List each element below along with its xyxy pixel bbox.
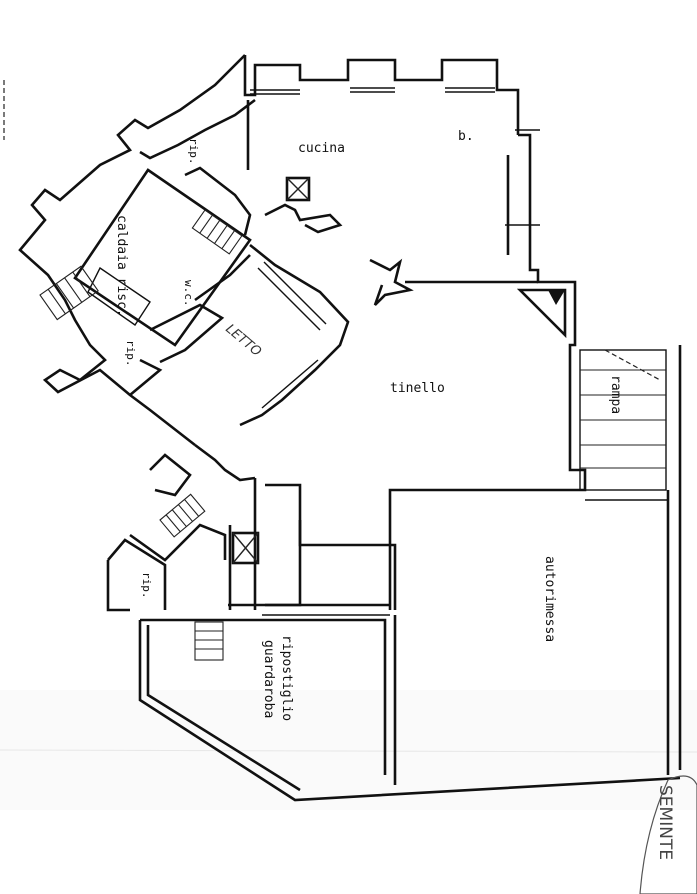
column-post (516, 288, 567, 339)
kitchen-walls (184, 87, 540, 306)
label-wc: w.c. (182, 280, 195, 307)
label-letto: LETTO (222, 322, 263, 360)
caldaia-room (73, 168, 252, 347)
label-guardaroba: guardaroba (261, 640, 276, 718)
label-tinello: tinello (390, 381, 445, 396)
lower-rooms-walls (138, 490, 681, 802)
label-rip-top: rip. (187, 138, 200, 165)
label-autorimessa: autorimessa (542, 556, 557, 642)
lower-core-walls (106, 443, 397, 616)
label-caldaia: caldaia risc. (114, 215, 129, 317)
exterior-walls (18, 54, 587, 505)
letto-walls (129, 243, 350, 427)
label-rip-low: rip. (140, 572, 153, 599)
flue (285, 176, 311, 202)
stairs (39, 209, 243, 661)
label-rampa: rampa (608, 375, 623, 414)
label-cucina: cucina (298, 141, 345, 156)
label-rip-mid: rip. (124, 340, 137, 367)
ramp (579, 345, 682, 770)
label-ripostiglio: ripostiglio (279, 635, 294, 721)
scan-noise (0, 690, 697, 810)
stamp-text: SEMINTE (655, 785, 675, 860)
label-bagno: b. (458, 129, 474, 144)
